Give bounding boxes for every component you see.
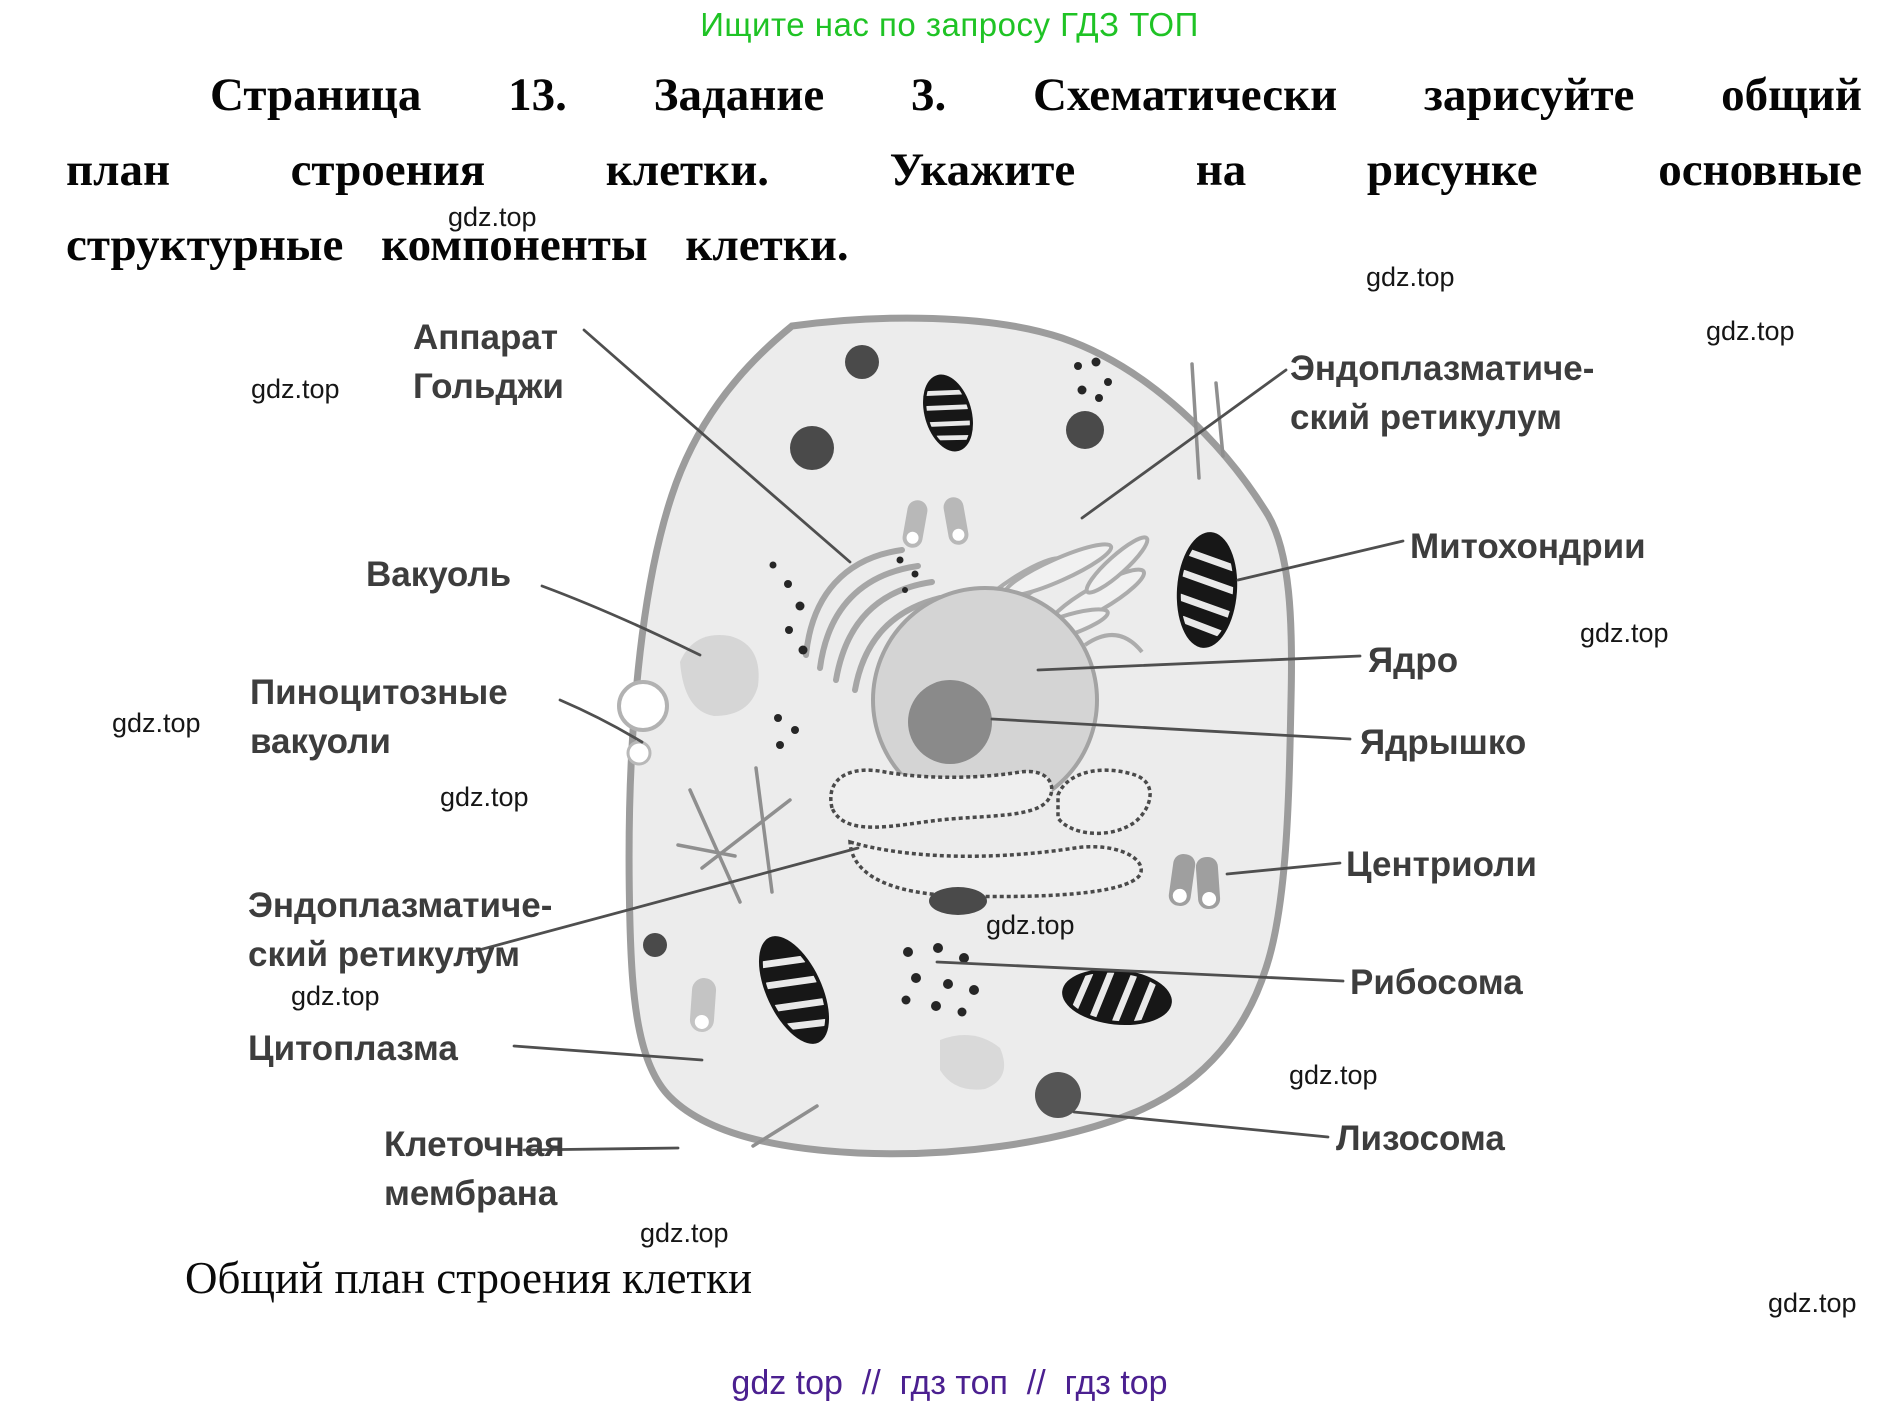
gdz-watermark: gdz.top (251, 374, 340, 404)
leader-lysosome (1072, 1110, 1330, 1139)
centrioles-shape (1168, 854, 1221, 910)
gdz-watermark: gdz.top (1289, 1060, 1378, 1090)
footer-links: gdz top // гдз топ // гдз top (731, 1364, 1168, 1402)
vesicle-pills-top (902, 497, 969, 548)
label-nucleus: Ядро (1368, 641, 1459, 680)
leader-cytoplasm (512, 1044, 704, 1062)
leader-er-left (466, 846, 860, 955)
label-mitochondria: Митохондрии (1410, 527, 1646, 566)
gdz-watermark: gdz.top (1580, 618, 1669, 648)
label-er-right: Эндоплазматиче- ский ретикулум (1290, 349, 1595, 437)
pinocytotic-vesicle (617, 680, 669, 732)
gdz-watermark: gdz.top (1768, 1288, 1857, 1318)
label-golgi-line2: Гольджи (413, 367, 564, 406)
diagram-caption: Общий план строения клетки (185, 1253, 753, 1303)
golgi-apparatus (803, 547, 943, 693)
rough-er (829, 768, 1152, 899)
label-er-left: Эндоплазматиче- ский ретикулум (248, 886, 553, 974)
task-heading-line2: план строения клетки. Укажите на рисунке… (66, 144, 1862, 196)
label-nucleolus: Ядрышко (1360, 723, 1527, 762)
promo-banner: Ищите нас по запросу ГДЗ ТОП (700, 6, 1199, 43)
vesicle-pill-bottom (689, 978, 717, 1032)
leader-centrioles (1225, 861, 1342, 876)
gdz-watermark: gdz.top (112, 708, 201, 738)
leader-ribosome (935, 960, 1345, 983)
label-centrioles: Центриоли (1346, 845, 1537, 884)
label-golgi: Аппарат Гольджи (413, 313, 564, 411)
gdz-watermark: gdz.top (1706, 316, 1795, 346)
gdz-watermark: gdz.top (1366, 262, 1455, 292)
leader-nucleus (1036, 654, 1362, 672)
leader-vacuole (540, 584, 702, 657)
label-membrane: Клеточная мембрана (384, 1125, 565, 1213)
leader-golgi (582, 328, 852, 564)
leader-membrane (522, 1146, 680, 1152)
label-cytoplasm: Цитоплазма (248, 1029, 458, 1068)
label-ribosome: Рибосома (1350, 963, 1523, 1002)
label-golgi-line1: Аппарат (413, 318, 559, 357)
vesicle-blob (940, 1035, 1005, 1090)
leader-pinocytotic (558, 698, 644, 744)
ribosome-dots (769, 357, 1112, 1017)
label-pinocytotic: Пиноцитозные вакуоли (250, 673, 508, 761)
task-heading-line3: структурные компоненты клетки. (66, 219, 849, 271)
gdz-watermark: gdz.top (291, 981, 380, 1011)
pinocytotic-vesicle-small (626, 740, 652, 766)
leader-lines (466, 328, 1405, 1152)
gdz-watermark: gdz.top (986, 910, 1075, 940)
cytoskeleton-lines (676, 362, 1225, 1148)
gdz-watermark: gdz.top (448, 202, 537, 232)
lysosome-shape (1035, 1072, 1081, 1118)
leader-nucleolus (990, 717, 1352, 741)
nucleolus-shape (908, 680, 992, 764)
leader-mitochondria (1236, 539, 1405, 582)
task-heading-line1: Страница 13. Задание 3. Схематически зар… (210, 69, 1862, 121)
gdz-watermark: gdz.top (440, 782, 529, 812)
label-lysosome: Лизосома (1336, 1119, 1505, 1158)
gdz-watermark: gdz.top (640, 1218, 729, 1248)
dark-blobs (643, 345, 1104, 957)
leader-er-right (1080, 368, 1288, 520)
label-vacuole: Вакуоль (366, 555, 512, 594)
